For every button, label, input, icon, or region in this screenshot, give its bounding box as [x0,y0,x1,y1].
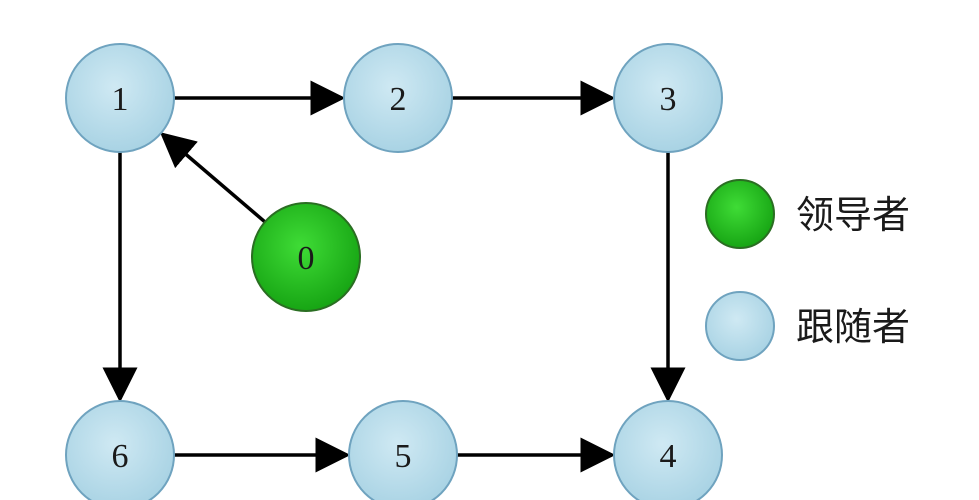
node-4-circle [613,400,723,500]
node-3: 3 [613,43,723,153]
legend-follower-label: 跟随者 [796,305,910,349]
node-2: 2 [343,43,453,153]
node-6-label: 6 [112,438,129,475]
node-3-label: 3 [660,81,677,118]
legend-leader-label: 领导者 [796,193,910,237]
node-1-label: 1 [112,81,129,118]
node-6-circle [65,400,175,500]
node-4: 4 [613,400,723,500]
node-6: 6 [65,400,175,500]
node-3-circle [613,43,723,153]
legend-follower-swatch [705,291,775,361]
node-1-circle [65,43,175,153]
node-0: 0 [251,202,361,312]
edges-layer [102,80,686,473]
edge-0-to-1 [159,132,267,224]
legend-leader-swatch [705,179,775,249]
legend: 领导者 跟随者 [705,179,910,361]
node-5-label: 5 [395,438,412,475]
node-0-label: 0 [298,240,315,277]
node-0-circle [251,202,361,312]
node-1: 1 [65,43,175,153]
node-5-circle [348,400,458,500]
node-4-label: 4 [660,438,677,475]
node-2-circle [343,43,453,153]
node-2-label: 2 [390,81,407,118]
nodes-layer: 0 1 2 3 4 5 6 [65,43,723,500]
node-5: 5 [348,400,458,500]
